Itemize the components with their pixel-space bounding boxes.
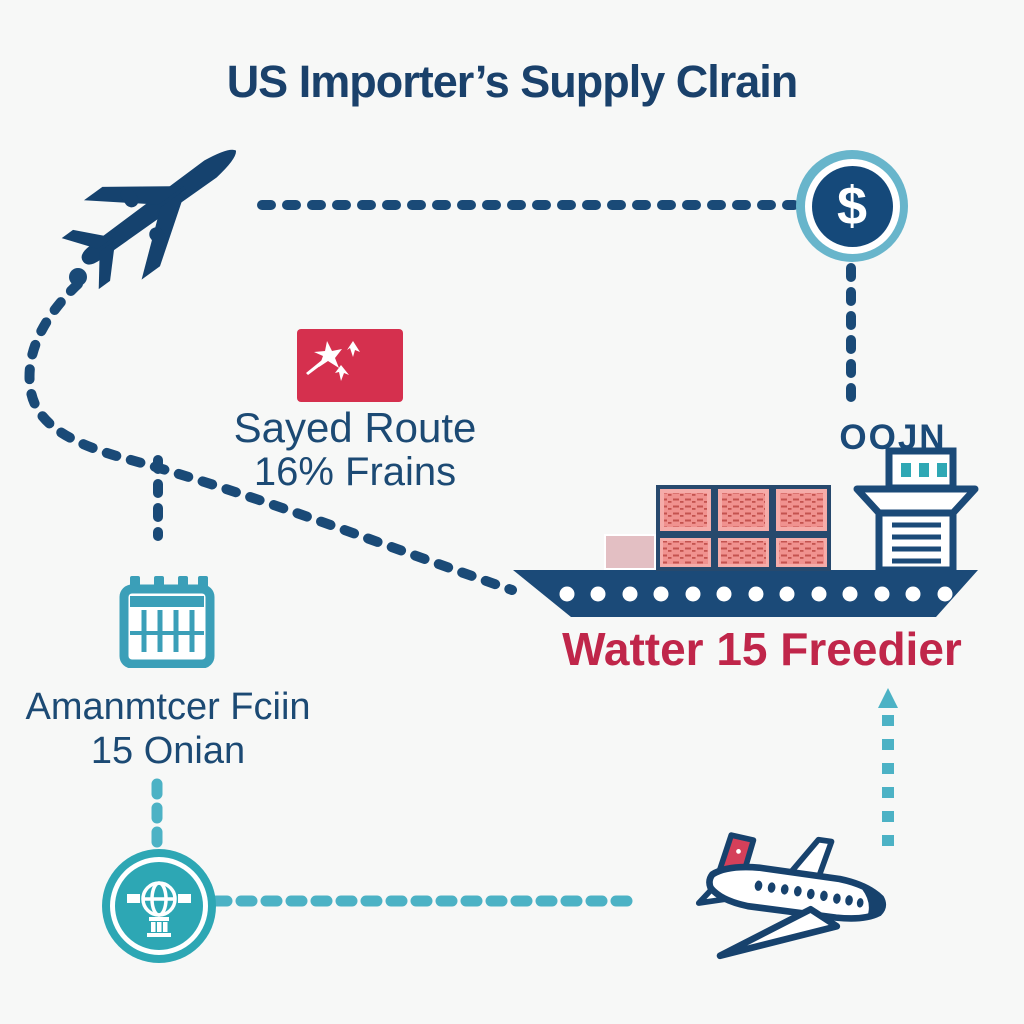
ship-label: Watter 15 Freedier xyxy=(562,623,962,675)
factory-shape xyxy=(119,576,215,668)
airplane-solid-icon xyxy=(40,98,280,315)
globe-shape xyxy=(141,881,177,917)
airplane-outline-shape xyxy=(695,832,887,960)
factory-icon xyxy=(118,576,216,668)
ship-containers xyxy=(604,485,831,571)
dollar-symbol: $ xyxy=(811,165,893,247)
route-plane-to-ship xyxy=(24,279,517,595)
container-pink xyxy=(604,534,656,570)
flag-label-line2: 16% Frains xyxy=(253,450,457,494)
airplane-solid-shape xyxy=(61,149,236,290)
flag-icon xyxy=(297,329,403,402)
dollar-coin-ring: $ xyxy=(804,158,900,254)
ship-bridge-tower xyxy=(853,447,979,574)
flag-star-marks xyxy=(306,341,360,381)
airplane-outline-icon xyxy=(687,814,914,991)
port-sign-label: OOJN xyxy=(839,418,947,457)
globe-ring xyxy=(110,857,208,955)
factory-label-line2: 15 Onian xyxy=(90,730,246,772)
page-title: US Importer’s Supply Clrain xyxy=(226,56,799,107)
ship-portholes xyxy=(559,586,953,602)
flag-label-line1: Sayed Route xyxy=(233,404,477,451)
cargo-ship-icon xyxy=(513,447,979,617)
ship-hull xyxy=(513,570,978,617)
factory-label-line1: Amanmtcer Fciin xyxy=(25,686,311,728)
arrow-up-icon xyxy=(878,688,898,708)
globe-icon xyxy=(102,849,216,963)
dollar-icon: $ xyxy=(796,150,908,262)
